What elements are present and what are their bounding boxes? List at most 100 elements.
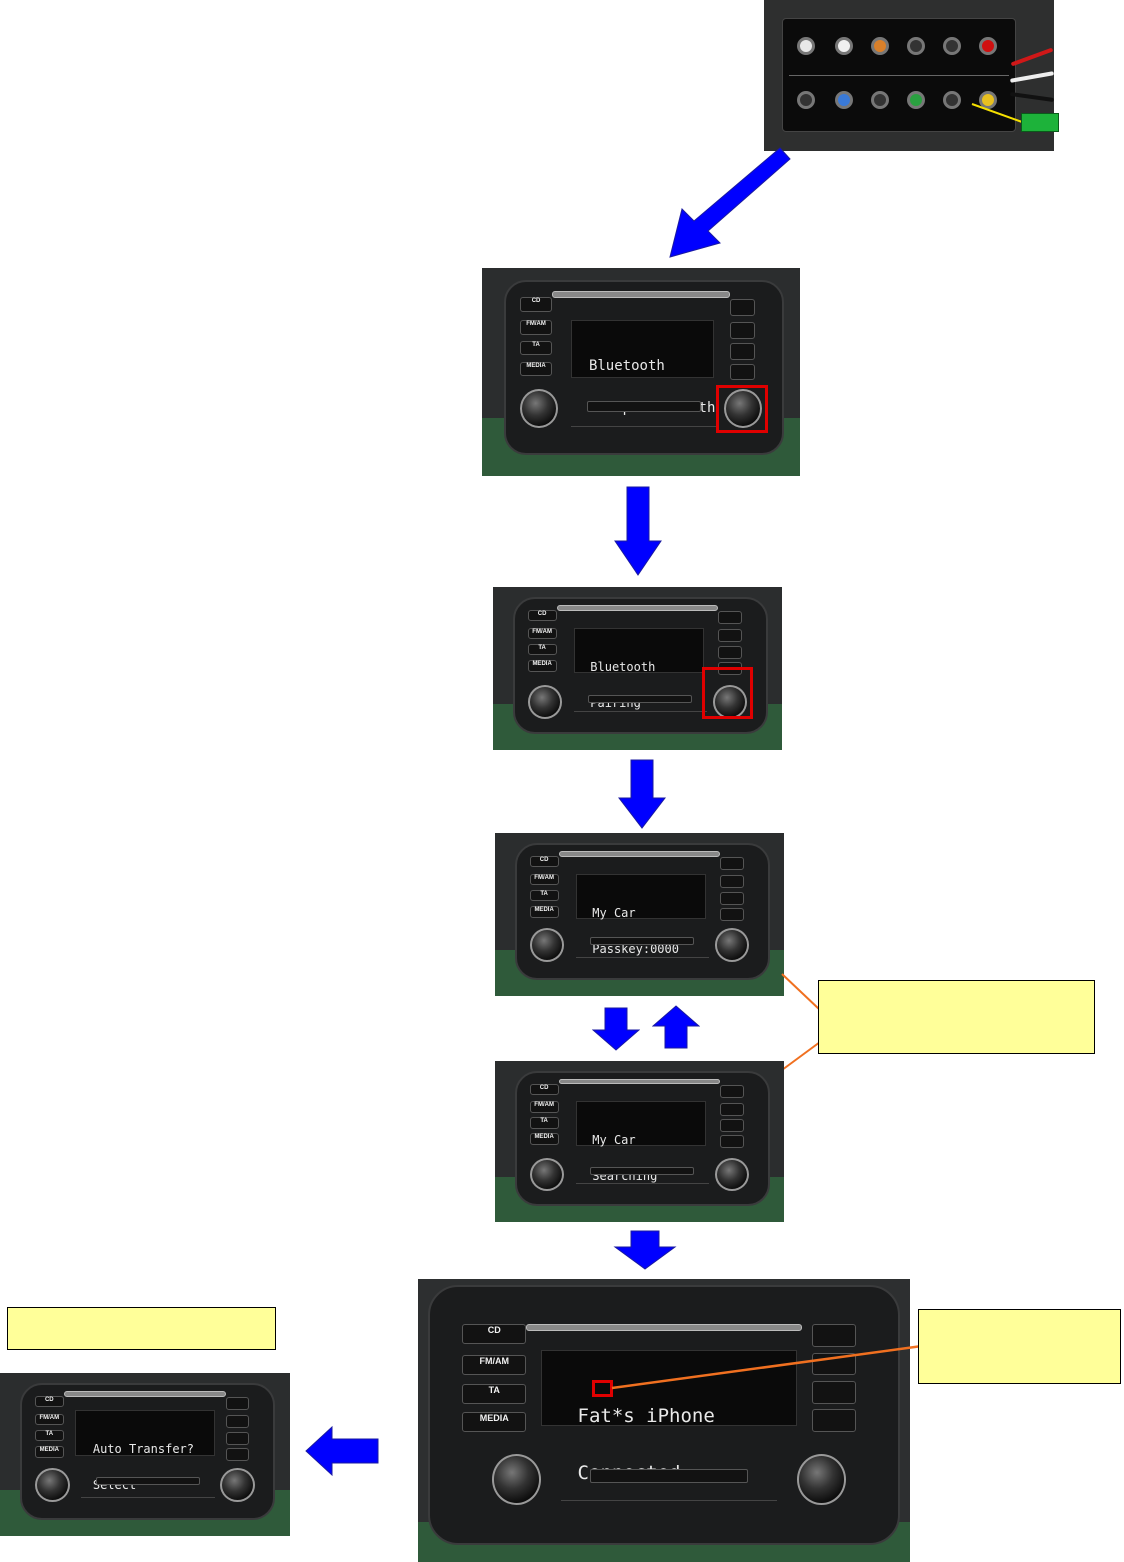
- board-button-white-2: [835, 37, 853, 55]
- board-button-dark: [907, 37, 925, 55]
- fm-am-button: FM/AM: [462, 1355, 527, 1376]
- down-button: [811, 1380, 856, 1404]
- preset-row: [560, 1499, 778, 1518]
- cd-slot: [556, 604, 719, 611]
- pcb: [782, 18, 1016, 132]
- preset-row: [571, 426, 718, 439]
- highlight-bt-icon: [592, 1380, 613, 1397]
- preset-row: [81, 1496, 215, 1508]
- media-button: MEDIA: [520, 361, 552, 377]
- tune-knob: [723, 388, 762, 429]
- icon-leader-line: [611, 1344, 923, 1390]
- arrow-down-4: [613, 1230, 677, 1270]
- radio-pairing: CD FM/AM TA MEDIA Bluetooth Pairing: [493, 587, 782, 750]
- cd-slot: [558, 1078, 721, 1085]
- eject-button: [720, 1085, 744, 1099]
- eject-button: [811, 1324, 856, 1347]
- vol-knob: [491, 1454, 541, 1506]
- radio-passkey: CD FM/AM TA MEDIA My Car Passkey:0000: [495, 833, 784, 996]
- up-button: [720, 1102, 744, 1116]
- fm-am-button: FM/AM: [527, 627, 557, 640]
- loop-leader-lines: [781, 973, 821, 1071]
- board-button-dark-4: [871, 91, 889, 109]
- lcd-line-1: Fat*s iPhone: [577, 1404, 715, 1427]
- eject-button: [226, 1397, 250, 1411]
- preset-row: [575, 956, 709, 968]
- loop-note-callout: [818, 980, 1095, 1054]
- fm-am-button: FM/AM: [34, 1413, 64, 1426]
- media-button: MEDIA: [527, 660, 557, 672]
- arrow-down-2: [618, 759, 666, 829]
- lcd-display: My Car Searching: [575, 1101, 706, 1182]
- cd-slot: [558, 850, 721, 857]
- ta-button: TA: [527, 644, 557, 656]
- vol-knob: [529, 1157, 565, 1192]
- lcd-line-1: Bluetooth: [590, 659, 656, 674]
- board-button-green: [907, 91, 925, 109]
- board-button-red: [979, 37, 997, 55]
- mute-button: [720, 1135, 744, 1148]
- ta-button: TA: [462, 1383, 527, 1404]
- cd-button: CD: [462, 1324, 527, 1345]
- down-button: [226, 1431, 250, 1445]
- ta-button: TA: [34, 1430, 64, 1442]
- arrow-up-1: [652, 1005, 700, 1049]
- vol-knob: [34, 1467, 70, 1502]
- arrow-down-3: [592, 1007, 640, 1051]
- arrow-diagonal-down-left: [669, 147, 791, 258]
- green-tag: [1021, 113, 1059, 132]
- lcd-text: My Car Passkey:0000: [592, 883, 679, 979]
- board-button-dark-5: [943, 91, 961, 109]
- mute-button: [720, 907, 744, 921]
- ta-button: TA: [529, 1117, 559, 1129]
- lcd-line-1: My Car: [592, 1133, 636, 1147]
- lcd-text: Auto Transfer? Select: [93, 1419, 194, 1515]
- media-button: MEDIA: [34, 1446, 64, 1458]
- function-row: [95, 1477, 201, 1486]
- mute-button: [226, 1447, 250, 1461]
- function-row: [590, 1167, 695, 1176]
- fm-am-button: FM/AM: [529, 1101, 559, 1113]
- vol-knob: [529, 927, 565, 962]
- tune-knob: [796, 1454, 847, 1506]
- tune-knob: [714, 1157, 750, 1192]
- lcd-line-1: My Car: [592, 905, 636, 920]
- function-row: [590, 937, 695, 946]
- mute-button: [730, 363, 756, 381]
- function-row: [586, 401, 702, 412]
- yellow-pointer-line: [971, 103, 1023, 123]
- radio-searching: CD FM/AM TA MEDIA My Car Searching: [495, 1061, 784, 1222]
- tune-knob: [714, 927, 750, 962]
- board-button-dark-2: [943, 37, 961, 55]
- board-button-yellow: [979, 91, 997, 109]
- mute-button: [811, 1409, 856, 1432]
- icon-note-callout: [918, 1309, 1121, 1384]
- preset-row: [575, 1183, 709, 1194]
- board-button-dark-3: [797, 91, 815, 109]
- select-note-callout: [7, 1307, 276, 1350]
- highlight-tune-knob-1: [716, 385, 768, 433]
- function-row: [588, 694, 693, 703]
- vol-knob: [520, 388, 559, 429]
- down-button: [720, 891, 744, 905]
- media-button: MEDIA: [529, 906, 559, 918]
- up-button: [226, 1415, 250, 1429]
- lcd-display: Bluetooth Pairing: [573, 627, 704, 709]
- cd-slot: [63, 1390, 227, 1397]
- down-button: [730, 342, 756, 360]
- cd-slot: [551, 290, 731, 299]
- down-button: [718, 645, 742, 659]
- board-button-orange: [871, 37, 889, 55]
- wire-red: [1010, 47, 1054, 67]
- cd-button: CD: [529, 855, 559, 868]
- cd-button: CD: [34, 1395, 64, 1408]
- up-button: [718, 629, 742, 643]
- preset-row: [573, 710, 707, 722]
- fm-am-button: FM/AM: [529, 873, 559, 886]
- up-button: [720, 875, 744, 889]
- board-button-blue: [835, 91, 853, 109]
- up-button: [730, 322, 756, 339]
- arrow-left: [305, 1425, 379, 1477]
- radio-auto-transfer: CD FM/AM TA MEDIA Auto Transfer? Select: [0, 1373, 290, 1536]
- fm-am-button: FM/AM: [520, 320, 552, 335]
